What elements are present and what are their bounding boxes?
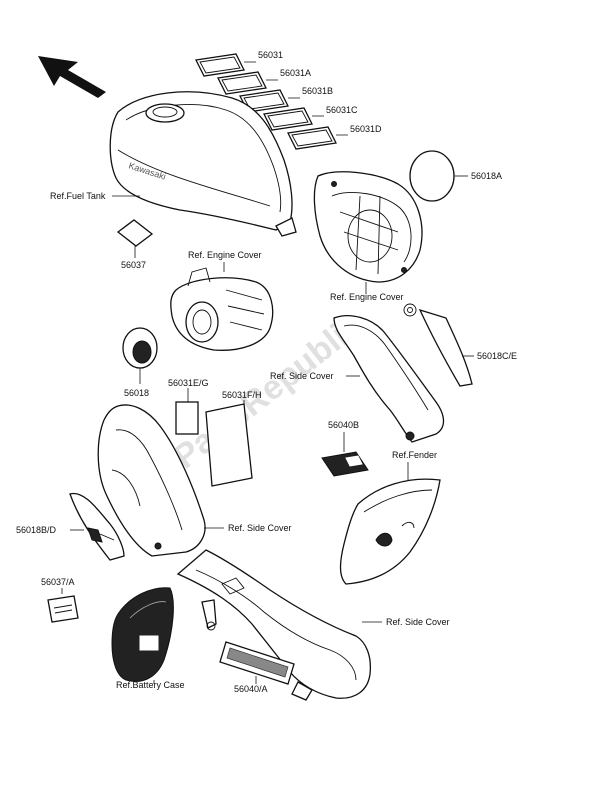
sticker-56031eg — [175, 401, 199, 435]
label-side-cover-2: Ref. Side Cover — [228, 523, 292, 533]
sticker-56037a — [47, 595, 79, 623]
sticker-56031 — [195, 53, 245, 77]
side-cover-left — [97, 404, 206, 557]
emblem-56018 — [122, 327, 158, 369]
sticker-56031a — [217, 71, 267, 95]
label-fuel-tank: Ref.Fuel Tank — [50, 191, 106, 201]
sticker-56031fh — [205, 403, 253, 487]
sticker-56031d — [287, 126, 337, 150]
label-56018: 56018 — [124, 388, 149, 398]
label-56031fh: 56031F/H — [222, 390, 262, 400]
side-cover-bottom — [176, 549, 372, 701]
label-56031: 56031 — [258, 50, 283, 60]
label-engine-cover-right: Ref. Engine Cover — [330, 292, 404, 302]
label-56018bd: 56018B/D — [16, 525, 57, 535]
label-56037: 56037 — [121, 260, 146, 270]
label-56018a: 56018A — [471, 171, 502, 181]
label-56031c: 56031C — [326, 105, 358, 115]
engine-cover-right — [313, 171, 423, 283]
label-56018ce: 56018C/E — [477, 351, 517, 361]
label-side-cover-3: Ref. Side Cover — [386, 617, 450, 627]
sticker-56031c — [263, 107, 313, 131]
label-56031d: 56031D — [350, 124, 382, 134]
label-battery-case: Ref.Battery Case — [116, 680, 185, 690]
direction-arrow-icon — [38, 56, 106, 98]
label-side-cover-1: Ref. Side Cover — [270, 371, 334, 381]
label-56040a: 56040/A — [234, 684, 268, 694]
sticker-56040b — [321, 451, 369, 477]
side-cover-right — [333, 303, 445, 443]
engine-cover-center — [170, 267, 274, 351]
ring-56018a — [409, 150, 455, 202]
fender — [339, 478, 441, 585]
label-56037a: 56037/A — [41, 577, 75, 587]
label-56031b: 56031B — [302, 86, 333, 96]
sticker-56037 — [116, 219, 154, 247]
sticker-56040a — [219, 641, 295, 685]
label-56040b: 56040B — [328, 420, 359, 430]
battery-case — [111, 587, 174, 682]
label-fender: Ref.Fender — [392, 450, 437, 460]
sticker-56018ce — [418, 308, 473, 387]
label-56031a: 56031A — [280, 68, 311, 78]
fuel-tank: Kawasaki — [109, 91, 297, 237]
sticker-56018bd — [69, 492, 125, 561]
label-56031eg: 56031E/G — [168, 378, 209, 388]
label-engine-cover-center: Ref. Engine Cover — [188, 250, 262, 260]
